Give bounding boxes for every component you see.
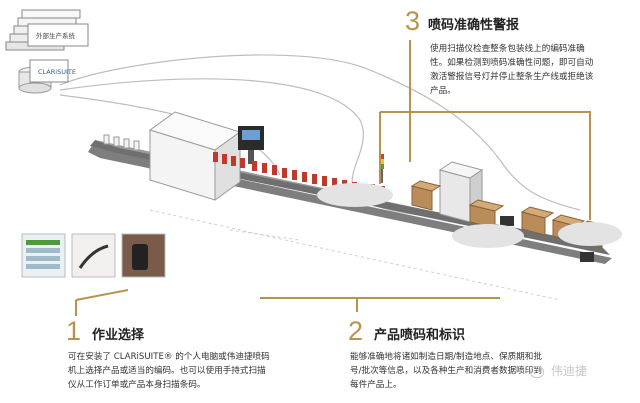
step3-number: 3 xyxy=(405,6,421,36)
step3-line: 使用扫描仪检查整条包装线上的编码准确 xyxy=(430,44,585,54)
printer-unit xyxy=(238,126,264,164)
step3-line: 产品。 xyxy=(430,86,456,96)
step1-line: 仪从工作订单或产品本身扫描条码。 xyxy=(68,380,206,390)
step2-line: 能够准确地将诸如制造日期/制造地点、保质期和批 xyxy=(350,352,542,362)
external-system-label: 外部生产系统 xyxy=(36,32,75,40)
step1-number: 1 xyxy=(66,316,82,346)
external-system-stack xyxy=(5,9,89,51)
floor-highlights xyxy=(317,183,622,248)
step-connectors xyxy=(75,40,591,316)
step3-title: 喷码准确性警报 xyxy=(428,18,520,33)
scanner-unit xyxy=(500,216,594,262)
step2-title: 产品喷码和标识 xyxy=(374,328,466,343)
step2-number: 2 xyxy=(348,316,364,346)
guide-lines xyxy=(149,209,561,301)
step3-line: 激活警报信号灯并停止整条生产线或拒绝该 xyxy=(430,72,594,82)
database-icon xyxy=(18,59,69,94)
step3-description: 使用扫描仪检查整条包装线上的编码准确 性。如果检测到喷码准确性问题，即可自动 激… xyxy=(430,42,635,98)
wechat-icon xyxy=(530,365,544,378)
watermark-text: 伟迪捷 xyxy=(550,364,587,378)
step1-title: 作业选择 xyxy=(92,328,145,343)
alarm-signal-light xyxy=(379,154,384,183)
step3-line: 性。如果检测到喷码准确性问题，即可自动 xyxy=(430,58,594,68)
unmarked-bottles xyxy=(103,134,140,151)
inspection-tunnel xyxy=(148,111,242,201)
step2-description: 能够准确地将诸如制造日期/制造地点、保质期和批 号/批次等信息，以及各种生产和消… xyxy=(350,350,590,392)
device-thumbnails xyxy=(21,233,166,278)
step1-line: 可在安装了 CLARiSUITE® 的个人电脑或伟迪捷喷码 xyxy=(68,352,270,362)
watermark: 伟迪捷 xyxy=(530,362,587,379)
step1-description: 可在安装了 CLARiSUITE® 的个人电脑或伟迪捷喷码 机上选择产品或适当的… xyxy=(68,350,303,392)
step2-line: 号/批次等信息，以及各种生产和消费者数据喷印到 xyxy=(350,366,542,376)
step2-line: 每件产品上。 xyxy=(350,380,402,390)
clarisuite-label: CLARiSUITE xyxy=(38,68,76,76)
step1-line: 机上选择产品或适当的编码。也可以使用手持式扫描 xyxy=(68,366,266,376)
